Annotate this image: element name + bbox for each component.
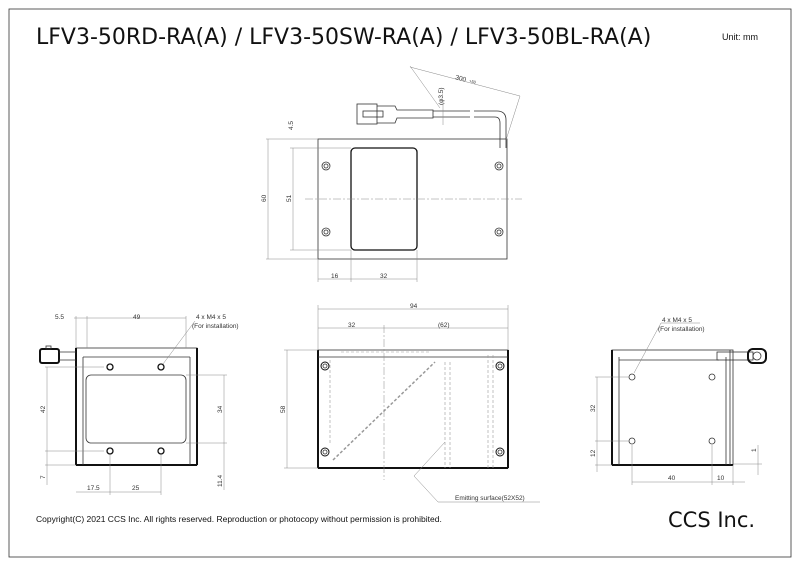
connector-icon <box>39 345 76 364</box>
svg-text:(62): (62) <box>438 322 450 329</box>
svg-text:1: 1 <box>751 448 758 452</box>
svg-text:+50: +50 <box>469 78 478 85</box>
svg-text:34: 34 <box>217 405 224 413</box>
company-logo: CCS Inc. <box>668 508 755 532</box>
svg-text:49: 49 <box>133 314 141 321</box>
mounting-hole-icons <box>320 361 505 457</box>
svg-text:58: 58 <box>280 405 287 413</box>
svg-text:32: 32 <box>348 322 356 329</box>
front-view: 94 32 (62) 58 Emitting surface(52X52) <box>280 303 540 503</box>
drawing-title: LFV3-50RD-RA(A) / LFV3-50SW-RA(A) / LFV3… <box>36 25 651 50</box>
left-side-view: 5.5 49 4 x M4 x 5 (For installation) 42 … <box>39 314 239 495</box>
svg-text:11.4: 11.4 <box>217 474 224 487</box>
copyright-notice: Copyright(C) 2021 CCS Inc. All rights re… <box>36 514 442 524</box>
svg-text:60: 60 <box>261 194 268 202</box>
svg-text:94: 94 <box>410 303 418 310</box>
svg-text:(For installation): (For installation) <box>658 326 705 333</box>
connector-icon <box>356 103 434 125</box>
svg-text:17.5: 17.5 <box>87 485 100 492</box>
svg-text:4 x M4 x 5: 4 x M4 x 5 <box>196 314 226 321</box>
svg-text:300: 300 <box>454 74 467 84</box>
svg-text:16: 16 <box>331 273 339 280</box>
svg-text:40: 40 <box>668 475 676 482</box>
svg-text:42: 42 <box>40 405 47 413</box>
svg-text:25: 25 <box>132 485 140 492</box>
connector-icon <box>716 348 767 364</box>
svg-text:12: 12 <box>590 449 597 457</box>
mounting-hole-icons <box>106 363 165 455</box>
svg-text:5.5: 5.5 <box>55 314 64 321</box>
cable <box>433 110 507 148</box>
svg-text:7: 7 <box>40 475 47 479</box>
svg-text:4.5: 4.5 <box>288 121 295 130</box>
svg-text:Emitting surface(52X52): Emitting surface(52X52) <box>455 495 525 502</box>
svg-text:10: 10 <box>717 475 725 482</box>
sheet-border <box>8 8 792 558</box>
svg-text:32: 32 <box>590 404 597 412</box>
svg-text:32: 32 <box>380 273 388 280</box>
svg-text:51: 51 <box>286 194 293 202</box>
mounting-hole-icons <box>321 161 504 237</box>
top-view: 300 +50 (φ3.5) 4.5 60 51 16 32 <box>261 65 522 282</box>
svg-text:(φ3.5): (φ3.5) <box>438 87 445 105</box>
unit-label: Unit: mm <box>722 32 758 42</box>
svg-text:4 x M4 x 5: 4 x M4 x 5 <box>662 317 692 324</box>
mounting-hole-icons <box>628 373 716 445</box>
svg-text:(For installation): (For installation) <box>192 323 239 330</box>
right-side-view: 4 x M4 x 5 (For installation) 32 12 1 40… <box>590 317 767 485</box>
